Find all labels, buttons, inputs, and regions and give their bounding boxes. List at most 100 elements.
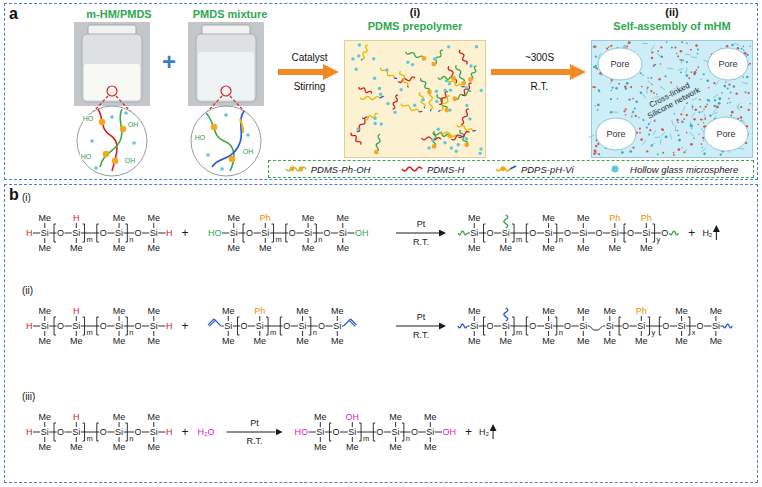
zoom-circle — [240, 119, 243, 133]
plus-sign: + — [162, 50, 176, 74]
silicone-network — [674, 113, 676, 115]
silicone-network — [690, 49, 692, 51]
atom-label: Me — [389, 443, 402, 452]
prepolymer-chains — [457, 143, 460, 146]
prepolymer-chains — [358, 43, 361, 46]
silicone-network — [625, 114, 627, 116]
chain-bonds — [107, 326, 114, 327]
chain-bonds — [107, 432, 114, 433]
prepolymer-chains — [438, 110, 440, 112]
legend-item: PDMS-Ph-OH — [284, 163, 371, 175]
atom-label: Si — [426, 428, 434, 437]
chain-bonds — [479, 326, 486, 327]
silicone-network — [593, 152, 596, 155]
atom-label: O — [564, 322, 571, 331]
silicone-network — [697, 53, 699, 55]
atom-label: Me — [577, 214, 590, 223]
chain-bonds — [76, 422, 77, 427]
prepolymer-chains — [468, 77, 473, 82]
legend-text: PDMS-Ph-OH — [311, 164, 371, 175]
chain-bonds — [81, 326, 100, 327]
subscript: n — [129, 236, 133, 244]
vial-photo: m-HM/PMDS — [73, 8, 165, 108]
chain-bonds — [325, 432, 332, 433]
atom-label: Ph — [641, 214, 652, 223]
node-heading: Self-assembly of mHM — [613, 20, 730, 33]
chain-bonds — [44, 223, 45, 228]
atom-label: O — [100, 428, 107, 437]
silicone-network — [680, 59, 682, 61]
chain-bonds — [349, 320, 355, 326]
zoom-circle — [206, 153, 210, 157]
silicone-network — [740, 106, 742, 108]
chain-bonds — [548, 331, 549, 336]
silicone-network — [679, 59, 682, 64]
chain-bonds — [124, 432, 134, 433]
silicone-network — [629, 150, 632, 153]
vial-photo — [202, 25, 250, 35]
chain-bonds — [609, 316, 610, 321]
subscript: n — [313, 329, 317, 337]
silicone-network — [733, 85, 736, 88]
zoom-circle — [77, 106, 147, 176]
pore-label: Pore — [606, 130, 625, 139]
atom-label: Me — [604, 337, 617, 346]
silicone-network — [750, 103, 752, 105]
chain-bonds — [504, 308, 508, 321]
silicone-network — [697, 66, 699, 68]
chain-bonds — [65, 233, 72, 234]
subscript: m — [270, 329, 276, 337]
chain-bonds — [119, 437, 120, 442]
reaction-arrow — [396, 326, 439, 327]
prepolymer-chains — [448, 80, 462, 87]
chain-bonds — [614, 326, 621, 327]
chain-bonds — [468, 233, 470, 234]
silicone-network — [701, 148, 706, 152]
prepolymer-chains — [378, 87, 381, 90]
prepolymer-chains — [419, 111, 423, 113]
chain-bonds — [326, 326, 333, 327]
silicone-network — [646, 127, 648, 129]
atom-label: Ph — [609, 214, 620, 223]
prepolymer-chains — [433, 57, 436, 60]
silicone-network — [642, 94, 646, 99]
end-group: OH — [242, 148, 255, 155]
silicone-network — [694, 71, 697, 74]
atom-label: O — [135, 428, 142, 437]
zoom-circle — [110, 115, 114, 119]
chain-bonds — [33, 422, 166, 442]
atom-label: H₂ — [479, 428, 489, 437]
silicone-network — [749, 45, 751, 47]
chain-bonds — [233, 223, 234, 228]
atom-label: H — [73, 214, 80, 223]
atom-label: Me — [710, 307, 723, 316]
atom-label: O — [487, 229, 494, 238]
silicone-network — [647, 87, 649, 89]
chain-bonds — [670, 326, 677, 327]
silicone-network — [718, 97, 721, 100]
silicone-network — [740, 116, 743, 119]
silicone-network — [713, 82, 715, 84]
chain-bonds — [430, 422, 431, 427]
prepolymer-chains — [427, 90, 432, 95]
chain-bonds — [494, 326, 501, 327]
prepolymer-chains — [381, 68, 395, 79]
chain-bonds — [337, 316, 338, 321]
silicone-network — [670, 81, 672, 83]
silicone-network — [640, 92, 642, 94]
atom-label: Me — [314, 443, 327, 452]
silicone-network — [642, 74, 644, 76]
network-label: Cross-linked Silicone network — [638, 76, 706, 123]
silicone-network — [595, 65, 597, 67]
silicone-network — [678, 68, 684, 70]
silicone-network — [716, 80, 719, 85]
plus-sign: + — [182, 320, 189, 332]
silicone-network — [680, 71, 682, 73]
process-arrow — [491, 69, 570, 75]
atom-label: Me — [468, 244, 481, 253]
chain-bonds — [222, 326, 224, 327]
silicone-network — [594, 45, 596, 47]
chain-bonds — [308, 238, 309, 243]
chain-bonds — [233, 326, 240, 327]
silicone-network — [729, 102, 731, 104]
